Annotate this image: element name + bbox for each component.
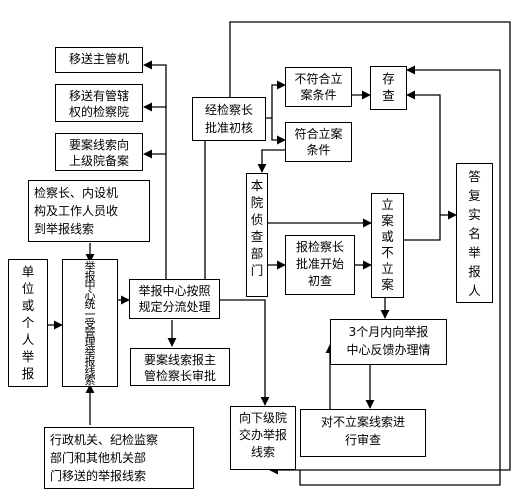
archive-box: 存 查 <box>370 66 407 110</box>
center-process-box: 举报中心按照 规定分流处理 <box>129 279 220 319</box>
meet-criteria-box: 符合立案 条件 <box>285 122 352 162</box>
chief-approve-box: 经检察长 批准初核 <box>192 97 266 141</box>
lower-court-box: 向下级院 交办举报 线索 <box>230 406 296 470</box>
three-month-feedback-box: 3个月内向举报 中心反馈办理情 <box>330 319 447 365</box>
report-upward-box: 要案线索向 上级院备案 <box>55 133 143 171</box>
other-agencies-box: 行政机关、纪检监察 部门和其他机关部 门移送的举报线索 <box>44 427 194 489</box>
center-receive-box: 举 报 中 心 统 一 受 管 理 举 报 线 索 <box>62 259 118 387</box>
internal-staff-box: 检察长、内设机 构及工作人员收 到举报线索 <box>28 180 150 242</box>
review-no-case-box: 对不立案线索进 行审查 <box>300 409 426 457</box>
transfer-main-box: 移送主管机 <box>55 47 143 73</box>
not-meet-criteria-box: 不符合立 案条件 <box>285 67 352 107</box>
key-case-box: 要案线索报主 管检察长审批 <box>130 348 230 386</box>
reply-reporter-box: 答 复 实 名 举 报 人 <box>456 163 493 303</box>
case-decision-box: 立 案 或 不 立 案 <box>371 193 404 298</box>
investigation-dept-box: 本 院 侦 查 部 门 <box>246 173 268 297</box>
unit-or-person-box: 单 位 或 个 人 举 报 <box>8 259 48 387</box>
transfer-procuratorate-box: 移送有管辖 权的检察院 <box>55 84 143 122</box>
report-initial-check-box: 报检察长 批准开始 初查 <box>285 235 355 295</box>
